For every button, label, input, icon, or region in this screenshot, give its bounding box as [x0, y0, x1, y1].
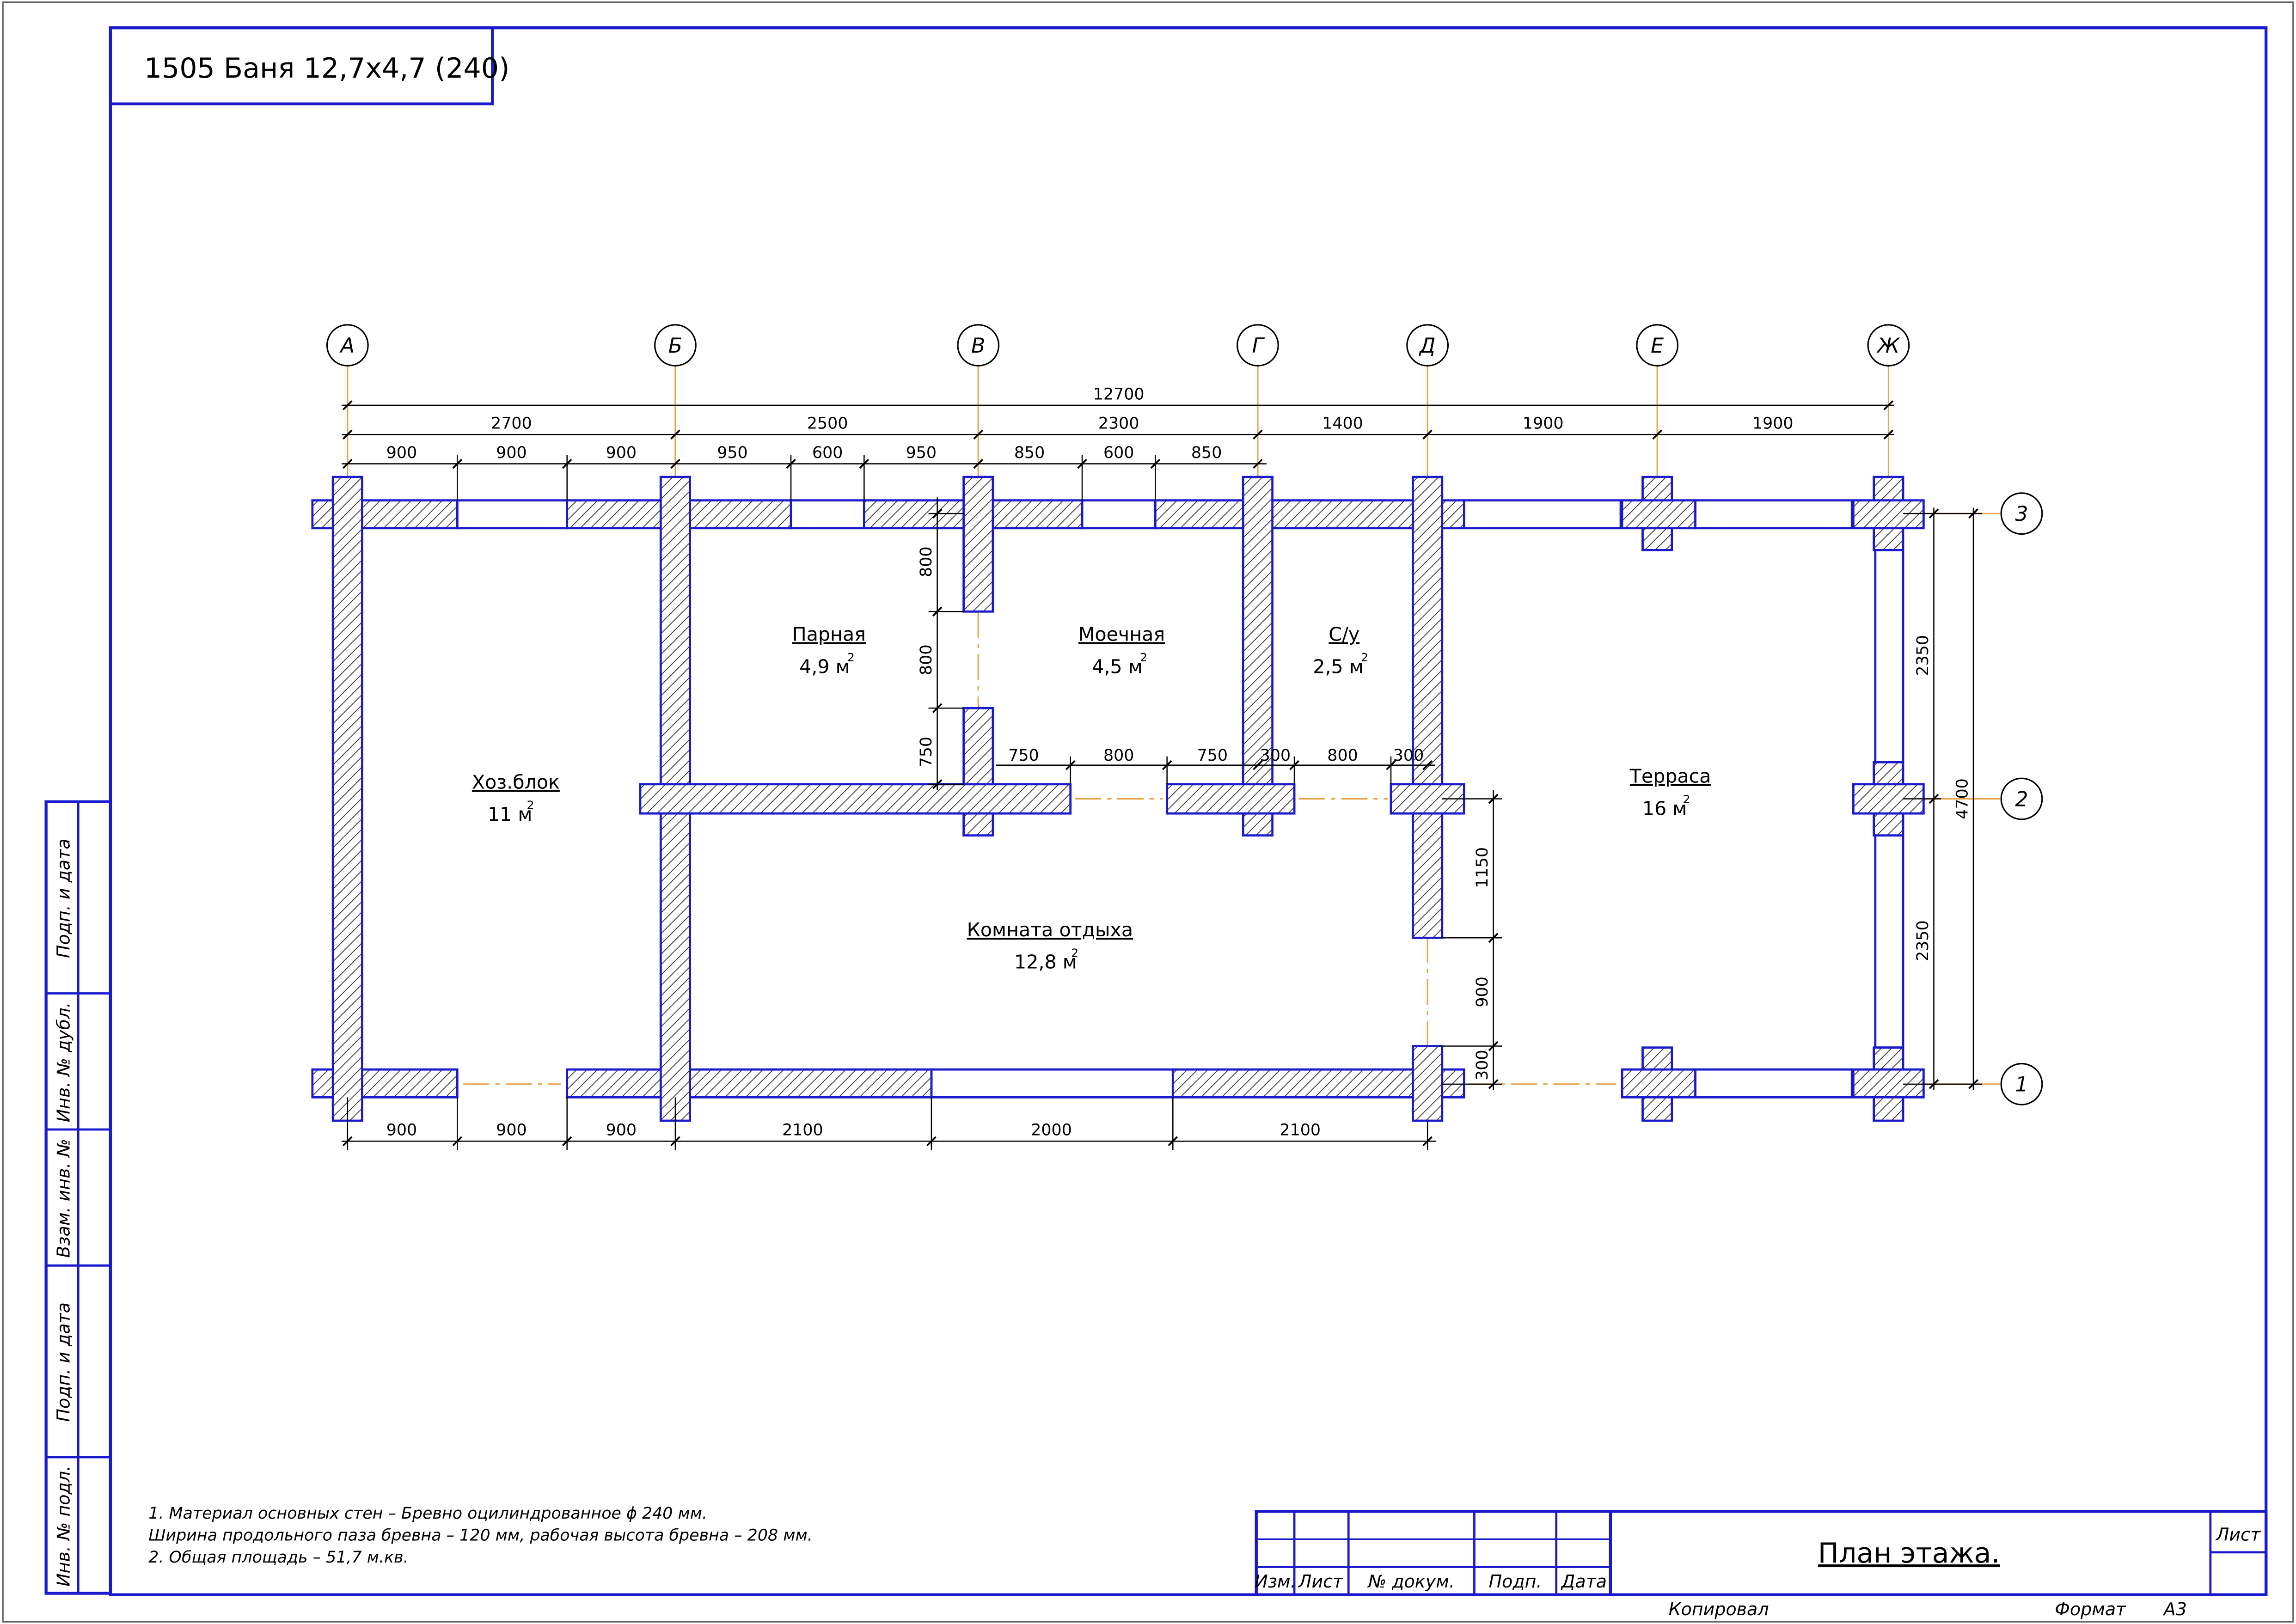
axis-lines — [347, 364, 2000, 1085]
dim-span-6: 1900 — [1752, 415, 1794, 433]
dim-right-2: 900 — [1473, 977, 1492, 1007]
sheet-label: Лист — [2215, 1525, 2261, 1545]
room-name-steam: Парная — [792, 623, 866, 646]
dim-mid-3: 750 — [1197, 746, 1228, 765]
dim-left-3: 750 — [917, 737, 936, 767]
stamp-title: 1505 Баня 12,7х4,7 (240) — [144, 52, 510, 85]
dim-right-1: 1150 — [1473, 847, 1492, 888]
dim-top-6: 950 — [906, 444, 937, 462]
dim-row-1: 2350 — [1914, 635, 1932, 676]
format-value: А3 — [2162, 1599, 2187, 1619]
axis-label-a: А — [339, 334, 355, 358]
log-walls — [311, 476, 1925, 1122]
dim-left-2: 800 — [917, 645, 936, 675]
dim-bottom-3: 900 — [606, 1121, 637, 1140]
dimension-lines — [342, 404, 1982, 1150]
side-stamp-label-2: Инв. № дубл. — [53, 1002, 73, 1122]
axis-label-b: Б — [668, 334, 682, 358]
dim-bottom-4: 2100 — [782, 1121, 823, 1140]
dim-bottom-5: 2000 — [1031, 1121, 1072, 1140]
side-stamp-label-3: Взам. инв. № — [53, 1139, 73, 1258]
dim-top-3: 900 — [606, 444, 637, 462]
dim-mid-4: 300 — [1260, 746, 1291, 765]
wall-openings — [456, 499, 1904, 1099]
room-name-lounge: Комната отдыха — [967, 919, 1133, 941]
title-block-header-rev: Изм. — [1255, 1571, 1296, 1592]
side-stamp: Подп. и дата Инв. № дубл. Взам. инв. № П… — [44, 800, 112, 1595]
axis-label-v: В — [971, 334, 985, 358]
dim-top-1: 900 — [386, 444, 417, 462]
title-block — [1255, 1510, 2268, 1596]
room-name-wc: С/у — [1329, 623, 1359, 646]
room-area-utility-sup: 2 — [527, 798, 534, 812]
room-area-wc: 2,5 м — [1313, 655, 1364, 678]
axis-label-zh: Ж — [1876, 334, 1901, 358]
dim-mid-2: 800 — [1103, 746, 1134, 765]
side-stamp-label-5: Инв. № подл. — [53, 1465, 73, 1587]
room-name-utility: Хоз.блок — [472, 771, 560, 793]
room-area-lounge: 12,8 м — [1014, 951, 1077, 973]
dim-span-1: 2700 — [491, 415, 532, 433]
side-stamp-label-4: Подп. и дата — [53, 1302, 73, 1422]
dim-mid-1: 750 — [1008, 746, 1039, 765]
axis-label-g: Г — [1252, 334, 1265, 358]
room-area-steam-sup: 2 — [847, 650, 855, 664]
room-name-wash: Моечная — [1078, 623, 1165, 646]
sheet-title: План этажа. — [1818, 1537, 2000, 1569]
note-line-1: 1. Материал основных стен – Бревно оцили… — [148, 1504, 707, 1523]
dim-top-7: 850 — [1014, 444, 1045, 462]
note-line-2: Ширина продольного паза бревна – 120 мм,… — [148, 1526, 813, 1545]
dim-bottom-6: 2100 — [1280, 1121, 1321, 1140]
dim-bottom-2: 900 — [496, 1121, 527, 1140]
note-line-3: 2. Общая площадь – 51,7 м.кв. — [148, 1548, 408, 1567]
dim-left-1: 800 — [917, 546, 936, 577]
dim-bottom-1: 900 — [386, 1121, 417, 1140]
room-area-wash: 4,5 м — [1092, 655, 1143, 678]
dim-top-2: 900 — [496, 444, 527, 462]
axis-label-d: Д — [1419, 334, 1436, 358]
dim-top-9: 850 — [1191, 444, 1222, 462]
dim-span-3: 2300 — [1098, 415, 1139, 433]
stamp-box: 1505 Баня 12,7х4,7 (240) — [109, 26, 510, 105]
axis-label-3: 3 — [2015, 502, 2028, 526]
dim-right-3: 300 — [1473, 1050, 1492, 1080]
title-block-header-sheet: Лист — [1298, 1571, 1344, 1592]
dim-top-4: 950 — [717, 444, 747, 462]
dim-span-4: 1400 — [1322, 415, 1363, 433]
format-label: Формат — [2055, 1599, 2127, 1619]
copied-label: Копировал — [1669, 1599, 1769, 1619]
title-block-header-date: Дата — [1561, 1571, 1607, 1592]
axis-label-1: 1 — [2015, 1073, 2028, 1097]
room-area-terrace-sup: 2 — [1683, 792, 1690, 806]
room-area-utility: 11 м — [488, 803, 532, 825]
dim-row-2: 2350 — [1914, 920, 1932, 961]
dim-mid-5: 800 — [1327, 746, 1358, 765]
dimension-ticks — [342, 400, 1978, 1147]
room-area-terrace: 16 м — [1642, 797, 1687, 819]
side-stamp-label-1: Подп. и дата — [53, 838, 73, 958]
room-area-lounge-sup: 2 — [1071, 946, 1078, 959]
dim-row-total: 4700 — [1953, 778, 1971, 819]
axis-label-e: Е — [1651, 334, 1664, 358]
dim-top-5: 600 — [812, 444, 843, 462]
room-name-terrace: Терраса — [1629, 765, 1711, 788]
dim-span-5: 1900 — [1523, 415, 1564, 433]
title-block-header-sign: Подп. — [1489, 1571, 1542, 1592]
dim-overall: 12700 — [1093, 385, 1145, 403]
axis-bubbles — [326, 324, 2043, 1105]
axis-label-2: 2 — [2015, 788, 2028, 811]
dim-span-2: 2500 — [807, 415, 848, 433]
title-block-header-doc: № докум. — [1367, 1571, 1455, 1592]
dim-mid-6: 300 — [1393, 746, 1424, 765]
dim-top-8: 600 — [1103, 444, 1134, 462]
room-area-wash-sup: 2 — [1140, 650, 1147, 664]
room-area-steam: 4,9 м — [799, 655, 850, 678]
room-area-wc-sup: 2 — [1361, 650, 1368, 664]
